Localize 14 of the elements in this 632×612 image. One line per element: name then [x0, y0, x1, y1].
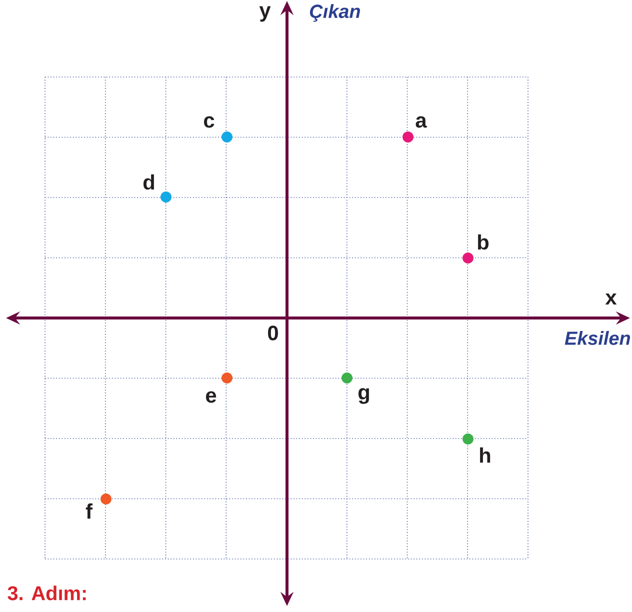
- point-label: g: [358, 388, 369, 404]
- point-label: f: [86, 503, 93, 519]
- axis-name: Çıkan: [310, 4, 360, 22]
- point-label: d: [143, 174, 154, 190]
- point-label: c: [204, 116, 214, 128]
- point-label: h: [480, 447, 490, 463]
- point-label: b: [478, 234, 489, 250]
- point-label: a: [416, 116, 427, 128]
- point-label: e: [206, 391, 216, 403]
- axis-label: 0: [268, 326, 278, 340]
- step-heading: 3. Adım:: [8, 586, 86, 600]
- axis-label: x: [605, 293, 617, 305]
- axis-label: y: [259, 6, 271, 22]
- axis-name: Eksilen: [564, 331, 630, 345]
